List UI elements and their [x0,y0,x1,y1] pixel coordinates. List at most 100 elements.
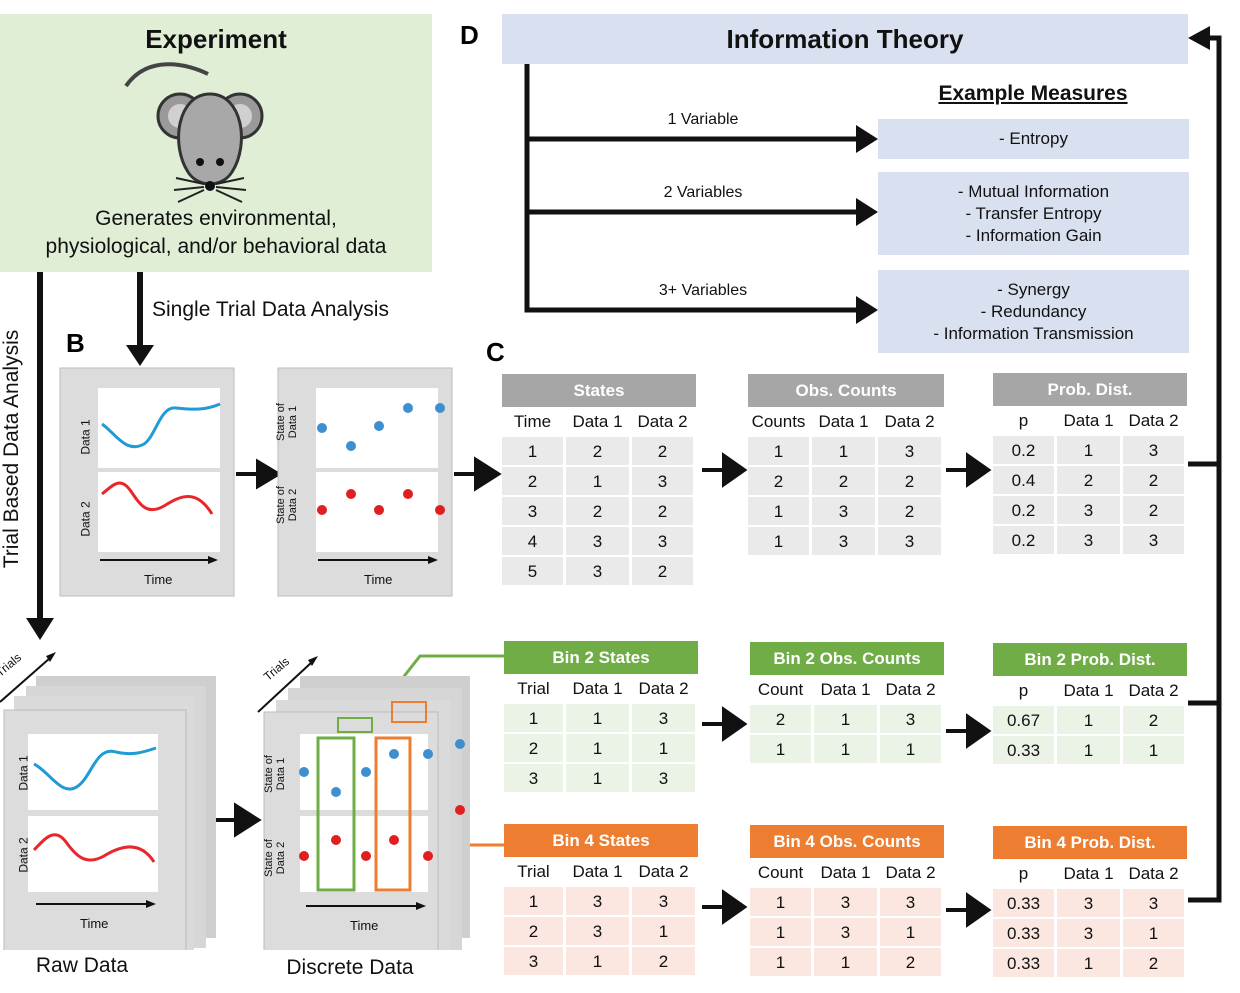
state2-line2: Data 2 [286,488,299,522]
table-cell: 1 [814,735,880,764]
raw-data2-label: Data 2 [16,837,31,873]
table-column-header: Data 2 [1123,406,1187,435]
table-cell: 3 [1057,526,1123,555]
table-cell: 2 [748,467,812,496]
table-column-header: Data 2 [880,858,944,887]
table-cell: 1 [748,497,812,526]
table-column-header: Data 2 [632,857,698,886]
raw-time-label: Time [80,916,109,931]
table-cell: 1 [880,918,944,947]
table-column-header: Data 1 [566,857,632,886]
table-cell: 2 [566,497,632,526]
measure-synergy: - Synergy [997,279,1070,299]
table-column-header: Data 2 [632,407,696,436]
table-cell: 2 [750,705,814,734]
table-cell: 0.2 [993,436,1057,465]
table-cell: 3 [566,917,632,946]
measure-transfer-entropy: - Transfer Entropy [965,203,1102,223]
table-cell: 2 [1123,496,1187,525]
table-cell: 1 [1123,919,1187,948]
experiment-description: Generates environmental, physiological, … [0,205,432,261]
table-cell: 3 [502,497,566,526]
d-state2-line1: State of [262,839,275,877]
var-label-3: 3+ Variables [658,282,748,299]
d-state2-line2: Data 2 [274,841,287,875]
table-cell: 3 [1123,436,1187,465]
measure-redundancy: - Redundancy [980,301,1087,321]
table-cell: 2 [1123,706,1187,735]
table-cell: 0.2 [993,526,1057,555]
table-column-header: p [993,676,1057,705]
table-title: Bin 2 States [504,641,698,674]
table-cell: 1 [1057,436,1123,465]
mouse-icon [124,62,264,203]
measure-box-2: - Mutual Information - Transfer Entropy … [878,172,1189,255]
d-state1-line1: State of [262,755,275,793]
table-cell: 1 [504,704,566,733]
raw-data1-label: Data 1 [16,755,31,791]
table-cell: 3 [1057,919,1123,948]
table-cell: 3 [1057,496,1123,525]
table-cell: 1 [566,734,632,763]
experiment-desc-line2: physiological, and/or behavioral data [45,235,387,258]
table-cell: 3 [566,557,632,586]
table-column-header: p [993,406,1057,435]
information-theory-title: Information Theory [726,24,964,54]
table-cell: 1 [1057,949,1123,978]
table-cell: 1 [1057,706,1123,735]
table-cell: 1 [502,437,566,466]
table-cell: 3 [878,437,944,466]
table-column-header: Data 1 [1057,859,1123,888]
table-cell: 3 [504,764,566,793]
table-cell: 3 [504,947,566,976]
table-cell: 3 [814,888,880,917]
table-cell: 1 [566,704,632,733]
experiment-title: Experiment [145,24,287,54]
table-cell: 3 [814,918,880,947]
table-cell: 2 [504,734,566,763]
table-cell: 3 [566,527,632,556]
table-cell: 3 [632,527,696,556]
table-title: Bin 4 States [504,824,698,857]
table-cell: 3 [1057,889,1123,918]
table-cell: 2 [880,948,944,977]
table-cell: 2 [632,947,698,976]
table-cell: 1 [632,917,698,946]
panel-letter-d: D [460,20,479,50]
table-column-header: Data 2 [878,407,944,436]
measure-information-transmission: - Information Transmission [933,323,1134,343]
table-cell: 1 [750,888,814,917]
state2-line1: State of [274,486,287,524]
table-cell: 0.33 [993,889,1057,918]
example-measures-title: Example Measures [938,82,1128,105]
single-trial-plots [59,367,453,597]
table-cell: 3 [632,467,696,496]
trial-stack-plots [0,652,470,950]
state1-line1: State of [274,403,287,441]
table-column-header: Data 1 [814,858,880,887]
information-theory-header: Information Theory [502,14,1188,64]
table-cell: 1 [812,437,878,466]
table-title: Bin 4 Prob. Dist. [993,826,1187,859]
table-cell: 0.33 [993,919,1057,948]
experiment-desc-line1: Generates environmental, [95,207,337,230]
table-cell: 1 [748,527,812,556]
plot-b-discrete-time-label: Time [364,572,393,587]
